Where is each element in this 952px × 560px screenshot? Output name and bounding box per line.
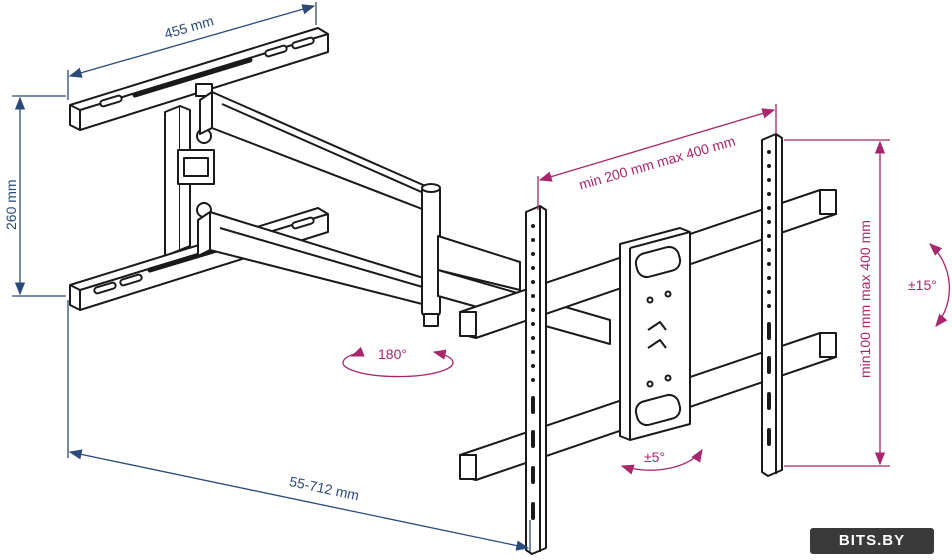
tv-bracket [459,133,837,555]
dim-vesa-vertical-label: min100 mm max 400 mm [857,220,873,378]
tilt-label: ±15° [908,277,937,293]
dim-extension [67,300,531,552]
site-logo-text: BITS.BY [838,532,906,549]
dim-extension-label: 55-712 mm [288,473,361,503]
dim-vesa-horizontal-label: min 200 mm max 400 mm [577,133,737,193]
swivel-label: 180° [378,346,407,362]
dim-top-width [67,2,317,100]
dim-height-label: 260 mm [3,179,19,230]
site-logo: BITS.BY [810,528,934,554]
level-arrow [620,448,703,475]
level-label: ±5° [644,449,665,465]
dim-vesa-horizontal [537,104,777,210]
tilt-arrow [929,243,951,328]
swivel-arrow [342,346,454,378]
dim-vesa-vertical [784,139,890,467]
dim-height [12,95,66,297]
dim-top-width-label: 455 mm [162,12,215,41]
